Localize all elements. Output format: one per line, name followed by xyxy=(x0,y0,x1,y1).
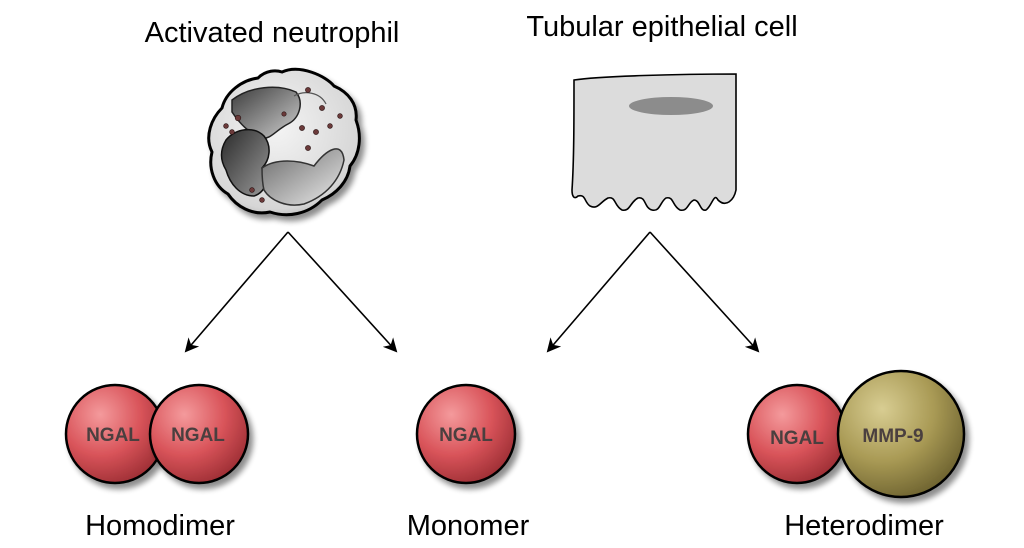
epithelial-nucleus xyxy=(629,97,713,115)
neutrophil-nucleus-lobes xyxy=(220,86,345,206)
epithelial-cell xyxy=(571,73,737,212)
heterodimer: NGAL MMP-9 xyxy=(746,369,966,499)
epithelial-title: Tubular epithelial cell xyxy=(526,11,797,43)
monomer-label: Monomer xyxy=(407,510,530,542)
homodimer-sphere-a-label: NGAL xyxy=(86,425,140,446)
arrow-neutrophil-to-monomer xyxy=(287,231,398,353)
arrow-neutrophil-to-homodimer xyxy=(184,231,289,353)
neutrophil-granules xyxy=(223,87,343,203)
homodimer-sphere-b-label: NGAL xyxy=(171,425,225,446)
arrow-epithelial-to-heterodimer xyxy=(649,231,760,353)
neutrophil-title: Activated neutrophil xyxy=(145,17,400,49)
homodimer: NGAL NGAL xyxy=(64,383,250,485)
arrows xyxy=(184,231,760,353)
monomer: NGAL xyxy=(415,383,517,485)
heterodimer-ngal-label: NGAL xyxy=(770,428,824,449)
heterodimer-mmp9-sphere xyxy=(836,369,966,499)
heterodimer-mmp9-label: MMP-9 xyxy=(862,426,923,447)
monomer-sphere xyxy=(415,383,517,485)
arrow-epithelial-to-monomer xyxy=(546,231,651,353)
heterodimer-label: Heterodimer xyxy=(784,510,944,542)
homodimer-label: Homodimer xyxy=(85,510,235,542)
homodimer-sphere-b xyxy=(148,383,250,485)
monomer-sphere-label: NGAL xyxy=(439,425,493,446)
